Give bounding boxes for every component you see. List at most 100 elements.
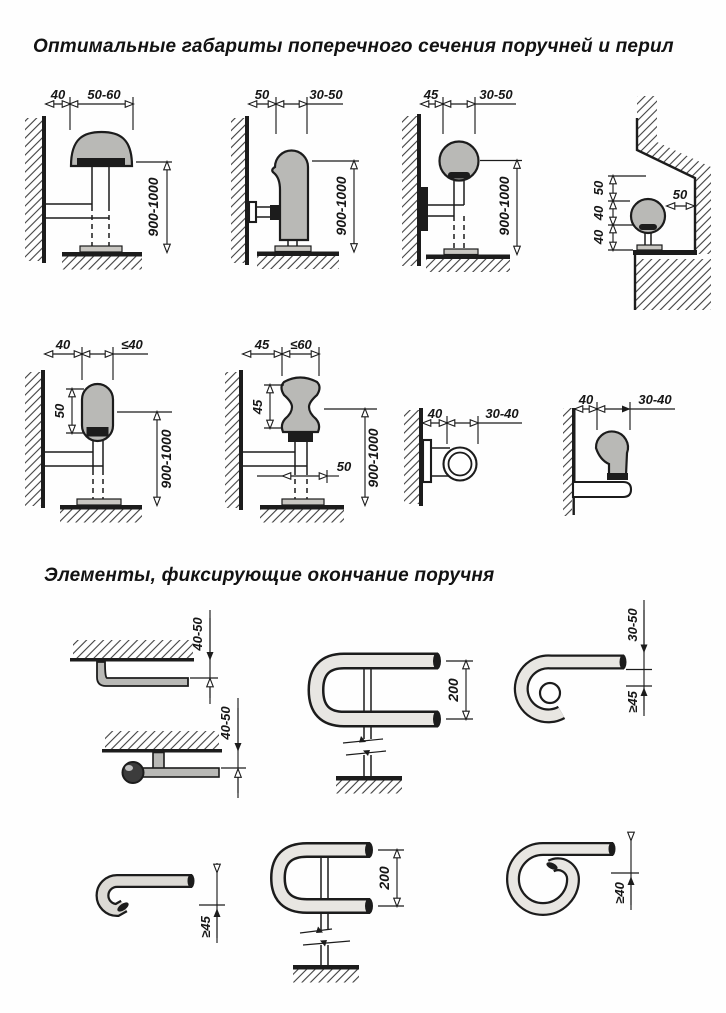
floor-line bbox=[260, 505, 344, 510]
dim-label: 40 bbox=[55, 337, 71, 352]
diagram-tube-bracket: 40 30-40 bbox=[404, 406, 522, 506]
dim-label: 50 bbox=[673, 187, 688, 202]
dim-label: 50-60 bbox=[87, 87, 121, 102]
wall-face bbox=[42, 116, 46, 263]
wall-hatch bbox=[225, 372, 239, 508]
dome-rail-section bbox=[69, 130, 134, 168]
dim-label: 30-50 bbox=[309, 87, 343, 102]
dim-label: 30-50 bbox=[625, 608, 640, 642]
diagram-scroll-end: ≥40 bbox=[506, 830, 639, 916]
dim-label: 900-1000 bbox=[158, 429, 174, 488]
wall-face bbox=[245, 116, 249, 265]
section1-title: Оптимальные габариты поперечного сечения… bbox=[33, 36, 674, 57]
wall-face bbox=[419, 408, 423, 506]
wall-hatch bbox=[404, 410, 419, 504]
diagram-niche-handrail: 50 40 40 50 bbox=[591, 96, 711, 310]
wall-hatch bbox=[637, 96, 711, 254]
wall-hatch bbox=[25, 372, 41, 506]
surface-hatch bbox=[73, 640, 193, 658]
wall-face bbox=[239, 370, 243, 510]
wall-face bbox=[41, 370, 45, 508]
dim-label: 50 bbox=[591, 180, 606, 195]
dim-label: 40 bbox=[427, 406, 443, 421]
dim-label: 45 bbox=[254, 337, 270, 352]
dim-label: ≤60 bbox=[290, 337, 312, 352]
surface-hatch bbox=[105, 731, 219, 749]
diagram-hook-ball-end: 30-50 ≥45 bbox=[513, 600, 652, 724]
diagram-loop-end-top: 200 bbox=[307, 652, 473, 794]
dim-label: 200 bbox=[376, 866, 392, 891]
diagram-dome-handrail: 40 50-60 900-1000 bbox=[25, 87, 172, 270]
wall-hatch-lower bbox=[635, 259, 711, 310]
floor-line bbox=[257, 251, 339, 256]
dim-label: 40 bbox=[591, 229, 606, 245]
wall-hatch bbox=[25, 118, 42, 261]
dim-label: 30-40 bbox=[638, 392, 672, 407]
floor-hatch bbox=[336, 780, 402, 794]
floor-line bbox=[336, 776, 402, 781]
ball-end bbox=[121, 761, 145, 784]
floor-hatch bbox=[60, 509, 142, 523]
diagram-cane-hook-end: ≥45 bbox=[95, 863, 225, 943]
wall-hatch bbox=[231, 118, 245, 263]
loop-tube-outline bbox=[307, 652, 438, 728]
diagram-bend-under-surface: 40-50 bbox=[70, 610, 218, 704]
wall-hatch bbox=[563, 408, 572, 516]
surface-line bbox=[102, 749, 222, 753]
diagram-profiled-handrail: 50 30-50 900-1000 bbox=[231, 87, 359, 269]
dim-label: ≥45 bbox=[625, 690, 640, 712]
shelf-line bbox=[633, 250, 697, 255]
dim-label: 45 bbox=[423, 87, 439, 102]
support-shelf bbox=[571, 480, 633, 499]
floor-hatch bbox=[426, 259, 510, 272]
diagram-ball-under-surface: 40-50 bbox=[102, 698, 246, 798]
floor-line bbox=[293, 965, 359, 970]
dim-label: 200 bbox=[445, 678, 461, 703]
dim-label: 50 bbox=[52, 403, 67, 418]
diagram-oval-handrail: 40 ≤40 50 900-1000 bbox=[25, 337, 174, 523]
rail-bracket bbox=[152, 751, 165, 770]
dim-label: 40-50 bbox=[190, 617, 205, 652]
round-rail-section bbox=[629, 197, 667, 235]
floor-hatch bbox=[257, 256, 339, 269]
diagram-loop-end-bottom: 200 bbox=[269, 842, 404, 983]
dim-label: 30-40 bbox=[485, 406, 519, 421]
floor-line bbox=[62, 252, 142, 257]
dim-label: 900-1000 bbox=[496, 176, 512, 235]
floor-hatch bbox=[62, 256, 142, 270]
dim-label: 900-1000 bbox=[333, 176, 349, 235]
dim-label: 45 bbox=[250, 399, 265, 415]
section2-title: Элементы, фиксирующие окончание поручня bbox=[44, 565, 495, 586]
dim-label: 50 bbox=[337, 459, 352, 474]
floor-hatch bbox=[293, 969, 359, 983]
floor-line bbox=[426, 254, 510, 259]
surface-line bbox=[70, 658, 194, 662]
dim-label: 40 bbox=[578, 392, 594, 407]
dim-label: 40-50 bbox=[218, 706, 233, 741]
dim-label: 30-50 bbox=[479, 87, 513, 102]
round-rail-section bbox=[438, 140, 480, 182]
dim-label: ≥40 bbox=[612, 881, 627, 903]
profile-rail-section bbox=[271, 149, 310, 242]
floor-line bbox=[60, 505, 142, 510]
dim-label: 40 bbox=[50, 87, 66, 102]
diagram-waisted-handrail: 45 ≤60 45 50 900-1000 bbox=[225, 337, 381, 523]
dim-label: 40 bbox=[591, 205, 606, 221]
wall-face bbox=[635, 118, 697, 254]
wall-hatch bbox=[402, 116, 417, 266]
ball-finial bbox=[538, 681, 562, 705]
wall-face bbox=[417, 114, 421, 266]
dim-label: ≤40 bbox=[121, 337, 143, 352]
dim-label: 900-1000 bbox=[365, 428, 381, 487]
rail-bar bbox=[133, 767, 220, 778]
dim-label: 50 bbox=[255, 87, 270, 102]
waisted-rail-section bbox=[280, 376, 321, 434]
wall-face bbox=[572, 408, 576, 483]
dim-label: 900-1000 bbox=[145, 177, 161, 236]
dim-label: ≥45 bbox=[198, 915, 213, 937]
rail-end-bend bbox=[96, 661, 189, 687]
knob-rail-section bbox=[594, 430, 630, 477]
floor-hatch bbox=[260, 509, 344, 523]
diagram-round-handrail: 45 30-50 900-1000 bbox=[402, 87, 522, 272]
